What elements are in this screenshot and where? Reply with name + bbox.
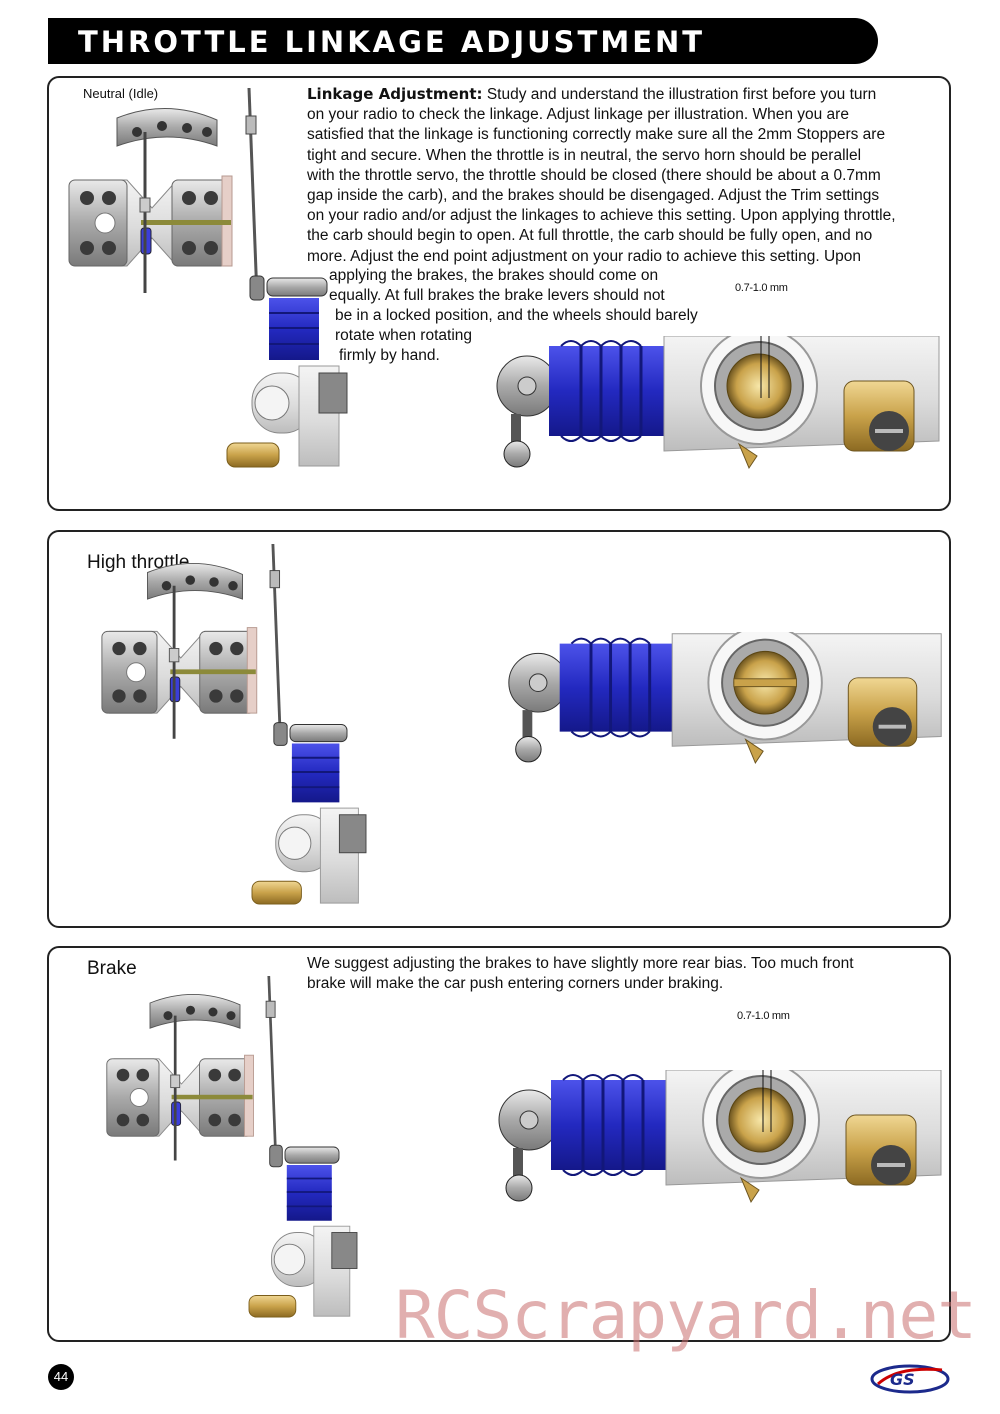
- watermark: RCScrapyard.net: [395, 1277, 977, 1354]
- linkage-illustration-brake: [94, 976, 359, 1319]
- carb-illustration-brake: [497, 1070, 943, 1204]
- text-line: firmly by hand.: [339, 347, 440, 364]
- page-number: 44: [48, 1364, 74, 1390]
- linkage-adjustment-heading: Linkage Adjustment:: [307, 85, 483, 103]
- panel-neutral: Neutral (Idle) 0.7-1.0 mm Linkage Adjust…: [47, 76, 951, 511]
- linkage-adjustment-text: Linkage Adjustment: Study and understand…: [307, 85, 896, 265]
- panel-label-brake: Brake: [87, 958, 137, 979]
- panel-brake: Brake We suggest adjusting the brakes to…: [47, 946, 951, 1342]
- gap-measurement-label: 0.7-1.0 mm: [735, 282, 788, 294]
- svg-text:GS: GS: [890, 1370, 915, 1389]
- header-bar: [48, 18, 878, 64]
- text-line: be in a locked position, and the wheels …: [335, 307, 698, 324]
- text-line: equally. At full brakes the brake levers…: [329, 287, 665, 304]
- brake-text: We suggest adjusting the brakes to have …: [307, 955, 854, 993]
- page-title: THROTTLE LINKAGE ADJUSTMENT: [78, 25, 706, 59]
- panel-high-throttle: High throttle: [47, 530, 951, 928]
- text-line: rotate when rotating: [335, 327, 473, 344]
- gap-measurement-label: 0.7-1.0 mm: [737, 1010, 790, 1022]
- carb-illustration-neutral: [495, 336, 941, 470]
- gs-racing-logo: GS: [870, 1364, 950, 1394]
- panel-label-neutral: Neutral (Idle): [83, 86, 159, 101]
- linkage-illustration-high-throttle: [89, 544, 368, 906]
- carb-illustration-high-throttle: [506, 632, 944, 765]
- text-line: applying the brakes, the brakes should c…: [329, 267, 659, 284]
